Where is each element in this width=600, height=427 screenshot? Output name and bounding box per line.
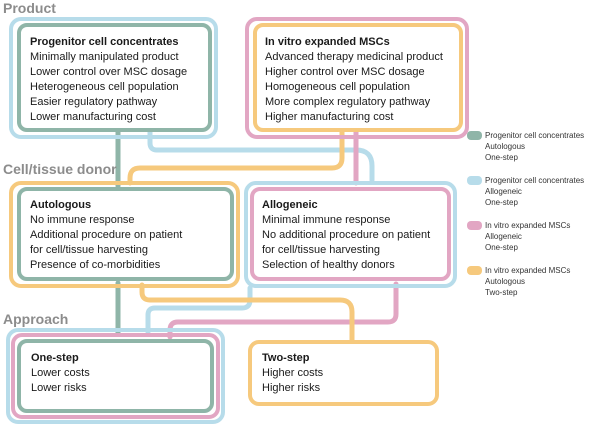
box-autologous: Autologous No immune response Additional… xyxy=(30,198,182,273)
legend-line: Autologous xyxy=(485,277,526,286)
legend-item-green: Progenitor cell concentrates Autologous … xyxy=(485,130,584,163)
box-progenitor: Progenitor cell concentrates Minimally m… xyxy=(30,35,187,125)
invitro-outline-orange xyxy=(253,23,463,132)
blue-path xyxy=(145,285,253,335)
box-allogeneic-line: Minimal immune response xyxy=(262,214,391,226)
allogeneic-outline-pink xyxy=(250,187,451,281)
legend-line: In vitro expanded MSCs xyxy=(485,266,571,275)
box-autologous-line: Additional procedure on patient xyxy=(30,229,183,241)
progenitor-outline-blue xyxy=(9,17,218,139)
box-onestep-title: One-step xyxy=(31,352,79,364)
box-autologous-line: for cell/tissue harvesting xyxy=(30,244,148,256)
legend-swatch-pink xyxy=(467,221,482,230)
legend-line: Allogeneic xyxy=(485,232,522,241)
legend-line: Progenitor cell concentrates xyxy=(485,131,585,140)
orange-path xyxy=(139,282,355,347)
box-onestep: One-step Lower costs Lower risks xyxy=(31,351,90,396)
legend-line: One-step xyxy=(485,153,518,162)
box-progenitor-line: Easier regulatory pathway xyxy=(30,96,158,108)
legend-item-pink: In vitro expanded MSCs Allogeneic One-st… xyxy=(485,220,570,253)
box-autologous-title: Autologous xyxy=(30,199,92,211)
autologous-outline-green xyxy=(17,187,234,281)
box-allogeneic-line: Selection of healthy donors xyxy=(262,259,395,271)
onestep-outline-blue xyxy=(6,328,225,424)
section-title-product: Product xyxy=(3,0,56,16)
legend-line: Progenitor cell concentrates xyxy=(485,176,585,185)
box-twostep-line: Higher costs xyxy=(262,367,324,379)
box-invitro-line: Homogeneous cell population xyxy=(265,81,410,93)
allogeneic-outline-blue xyxy=(244,181,457,288)
box-twostep: Two-step Higher costs Higher risks xyxy=(262,351,323,396)
onestep-outline-pink xyxy=(11,333,220,419)
box-onestep-line: Lower risks xyxy=(31,382,87,394)
box-allogeneic: Allogeneic Minimal immune response No ad… xyxy=(262,198,430,273)
box-allogeneic-line: for cell/tissue harvesting xyxy=(262,244,380,256)
box-progenitor-line: Minimally manipulated product xyxy=(30,51,179,63)
legend-swatch-green xyxy=(467,131,482,140)
box-invitro-title: In vitro expanded MSCs xyxy=(265,36,390,48)
box-invitro-line: Higher manufacturing cost xyxy=(265,111,394,123)
box-progenitor-title: Progenitor cell concentrates xyxy=(30,36,179,48)
legend-line: One-step xyxy=(485,243,518,252)
box-twostep-title: Two-step xyxy=(262,352,310,364)
twostep-outline-orange xyxy=(248,340,439,406)
box-autologous-line: Presence of co-morbidities xyxy=(30,259,161,271)
autologous-outline-orange xyxy=(9,181,240,288)
box-invitro-line: More complex regulatory pathway xyxy=(265,96,431,108)
box-progenitor-line: Lower manufacturing cost xyxy=(30,111,156,123)
progenitor-outline-green xyxy=(17,23,212,132)
box-allogeneic-title: Allogeneic xyxy=(262,199,318,211)
box-progenitor-line: Heterogeneous cell population xyxy=(30,81,179,93)
legend-line: Autologous xyxy=(485,142,526,151)
onestep-outline-green xyxy=(17,339,214,413)
box-progenitor-line: Lower control over MSC dosage xyxy=(30,66,188,78)
box-invitro-line: Advanced therapy medicinal product xyxy=(265,51,443,63)
legend-line: One-step xyxy=(485,198,518,207)
legend-line: In vitro expanded MSCs xyxy=(485,221,571,230)
invitro-outline-pink xyxy=(245,17,469,139)
box-invitro: In vitro expanded MSCs Advanced therapy … xyxy=(265,35,443,125)
legend-item-blue: Progenitor cell concentrates Allogeneic … xyxy=(485,175,584,208)
pink-path xyxy=(167,281,399,340)
legend-line: Allogeneic xyxy=(485,187,522,196)
box-invitro-line: Higher control over MSC dosage xyxy=(265,66,425,78)
box-autologous-line: No immune response xyxy=(30,214,135,226)
box-twostep-line: Higher risks xyxy=(262,382,321,394)
section-title-approach: Approach xyxy=(3,311,69,327)
box-onestep-line: Lower costs xyxy=(31,367,90,379)
legend-item-orange: In vitro expanded MSCs Autologous Two-st… xyxy=(485,265,570,298)
legend-swatch-blue xyxy=(467,176,482,185)
section-title-donor: Cell/tissue donor xyxy=(3,161,117,177)
orange-path xyxy=(127,125,345,186)
legend-line: Two-step xyxy=(485,288,518,297)
legend-swatch-orange xyxy=(467,266,482,275)
blue-path xyxy=(147,127,375,183)
box-allogeneic-line: No additional procedure on patient xyxy=(262,229,431,241)
